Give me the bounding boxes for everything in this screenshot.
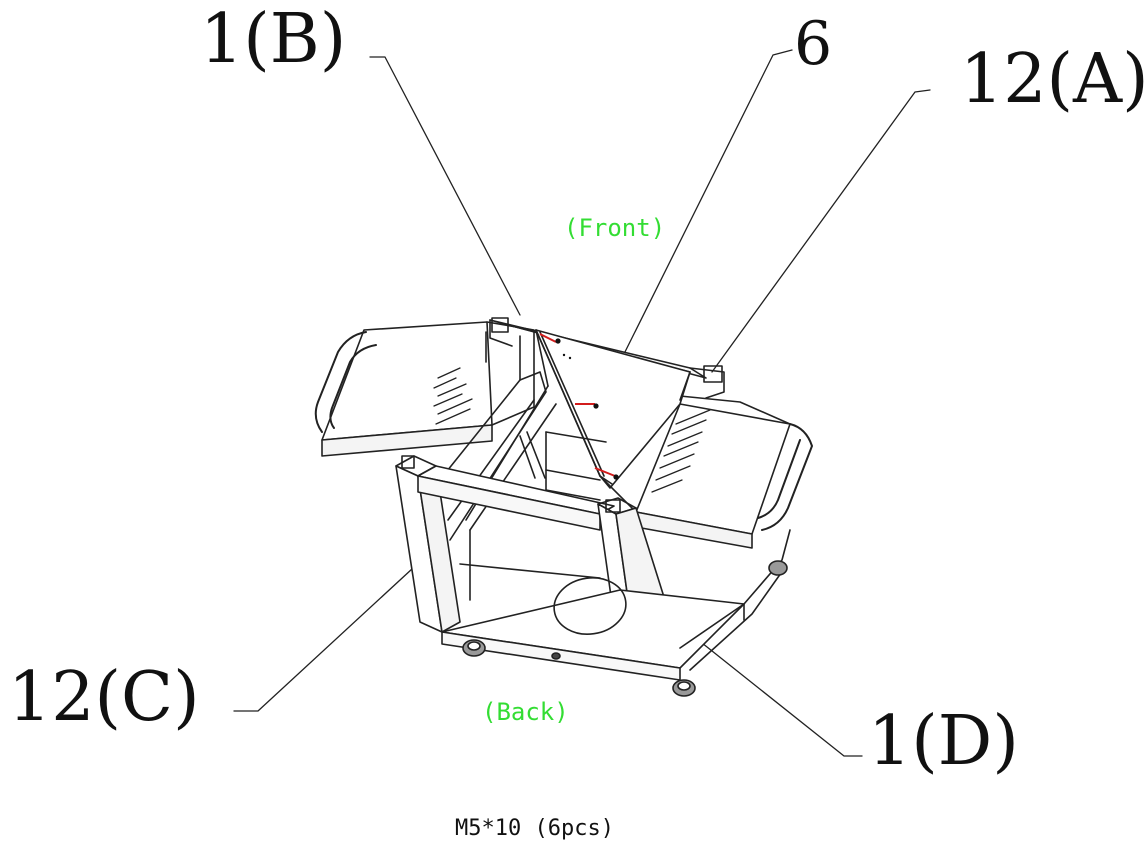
leader-12c (233, 544, 439, 712)
screw-highlights (539, 333, 616, 477)
front-crossbar (417, 465, 615, 531)
right-back-leg (679, 529, 791, 671)
leader-1b (369, 56, 521, 316)
label-part-12c: 12(C) (8, 658, 200, 737)
screw-icon (555, 338, 619, 480)
casters (462, 560, 788, 697)
right-side-shelf (635, 395, 813, 549)
caster-front-right (672, 679, 696, 697)
caster-back-left (551, 652, 561, 660)
caster-front-left (462, 639, 486, 657)
leader-12a (711, 89, 931, 373)
leader-1d (647, 599, 863, 757)
label-part-12a: 12(A) (960, 40, 1148, 119)
bottom-shelf (441, 577, 745, 681)
orientation-back-label: (Back) (482, 698, 569, 726)
hardware-note: M5*10 (6pcs) (455, 816, 614, 841)
leader-6 (611, 49, 793, 379)
leader-lines (233, 49, 931, 757)
orientation-front-label: (Front) (564, 214, 666, 242)
label-part-1b: 1(B) (200, 0, 347, 79)
inner-frame (459, 431, 607, 601)
left-side-shelf (314, 321, 535, 457)
label-part-1d: 1(D) (868, 702, 1019, 781)
back-panel (535, 329, 691, 513)
label-part-6: 6 (794, 9, 833, 79)
caster-back-right (768, 560, 788, 576)
